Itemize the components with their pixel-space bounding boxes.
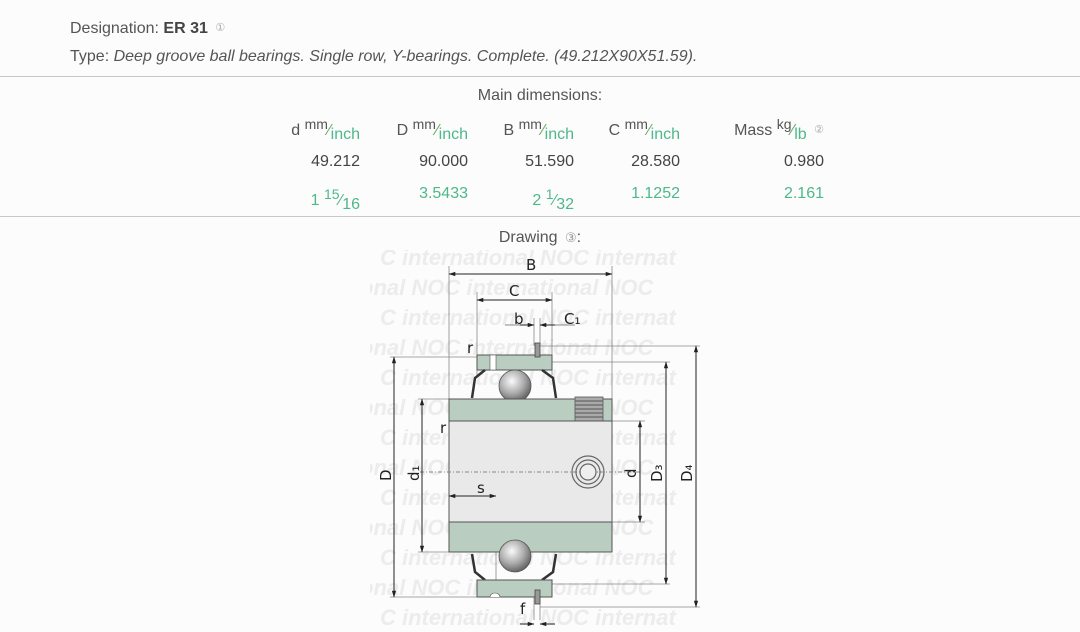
svg-text:onal NOC international NOC: onal NOC international NOC — [370, 275, 654, 300]
label-s: s — [477, 479, 485, 497]
designation-value: ER 31 — [163, 20, 208, 37]
unit-mm: mm — [518, 116, 542, 132]
type-label: Type: — [70, 48, 110, 65]
unit-mm: mm — [624, 116, 648, 132]
inch-value: 3.5433 — [419, 185, 468, 202]
unit-inch: inch — [544, 126, 574, 143]
svg-text:C international NOC internat: C international NOC internat — [380, 250, 677, 270]
label-B: B — [526, 256, 536, 274]
drawing-title: Drawing ③: — [498, 229, 582, 246]
label-f: f — [520, 600, 526, 618]
dim-column-B: B mm⁄inch 51.590 2 1⁄32 — [484, 116, 574, 213]
dim-column-d: d mm⁄inch 49.212 1 15⁄16 — [270, 116, 360, 213]
symbol: Mass — [734, 122, 773, 139]
symbol: C — [608, 122, 621, 139]
label-b: b — [514, 310, 524, 328]
unit-mm: mm — [304, 116, 328, 132]
inch-value: 2 1⁄32 — [532, 186, 574, 213]
type-line: Type: Deep groove ball bearings. Single … — [70, 43, 697, 71]
svg-text:C international NOC internat: C international NOC internat — [380, 305, 677, 330]
symbol: B — [503, 122, 515, 139]
dim-column-C: C mm⁄inch 28.580 1.1252 — [590, 116, 680, 210]
column-header: D mm⁄inch — [396, 116, 468, 143]
column-header: C mm⁄inch — [608, 116, 680, 143]
unit-inch: inch — [650, 126, 680, 143]
label-r-side: r — [440, 419, 447, 437]
unit-mm: mm — [412, 116, 436, 132]
dim-column-mass: Mass kg⁄lb ② 0.980 2.161 — [710, 116, 824, 210]
info-icon[interactable]: ② — [814, 124, 824, 136]
bearing-header: Designation: ER 31 ① Type: Deep groove b… — [70, 14, 697, 71]
info-icon[interactable]: ① — [215, 22, 226, 34]
divider — [0, 216, 1080, 217]
label-D3: D₃ — [648, 464, 666, 482]
mm-value: 49.212 — [311, 153, 360, 170]
label-r-top: r — [467, 339, 474, 357]
unit-inch: inch — [438, 126, 468, 143]
mm-value: 90.000 — [419, 153, 468, 170]
column-header: d mm⁄inch — [291, 116, 360, 143]
label-C1: C₁ — [564, 310, 581, 328]
unit-kg: kg — [776, 116, 792, 132]
mm-value: 51.590 — [525, 153, 574, 170]
bearing-diagram-svg: C international NOC internat onal NOC in… — [360, 245, 700, 630]
mm-value: 28.580 — [631, 153, 680, 170]
divider — [0, 76, 1080, 77]
designation-line: Designation: ER 31 ① — [70, 14, 697, 43]
label-C: C — [509, 282, 519, 300]
label-D4: D₄ — [678, 464, 696, 482]
kg-value: 0.980 — [783, 153, 824, 170]
unit-inch: inch — [330, 126, 360, 143]
bearing-drawing: C international NOC internat onal NOC in… — [360, 245, 710, 630]
label-D: D — [377, 469, 395, 481]
column-header: Mass kg⁄lb ② — [734, 116, 824, 143]
main-dimensions-title: Main dimensions: — [477, 87, 603, 104]
type-value: Deep groove ball bearings. Single row, Y… — [113, 48, 698, 65]
inch-value: 1.1252 — [631, 185, 680, 202]
label-d: d — [622, 468, 640, 478]
label-d1: d₁ — [405, 465, 423, 481]
unit-lb: lb — [794, 126, 807, 143]
info-icon[interactable]: ③ — [565, 230, 577, 245]
symbol: d — [291, 122, 301, 139]
inch-value: 1 15⁄16 — [310, 186, 360, 213]
lb-value: 2.161 — [783, 185, 824, 202]
designation-label: Designation: — [70, 20, 159, 37]
column-header: B mm⁄inch — [503, 116, 574, 143]
symbol: D — [396, 122, 409, 139]
dim-column-D: D mm⁄inch 90.000 3.5433 — [378, 116, 468, 210]
